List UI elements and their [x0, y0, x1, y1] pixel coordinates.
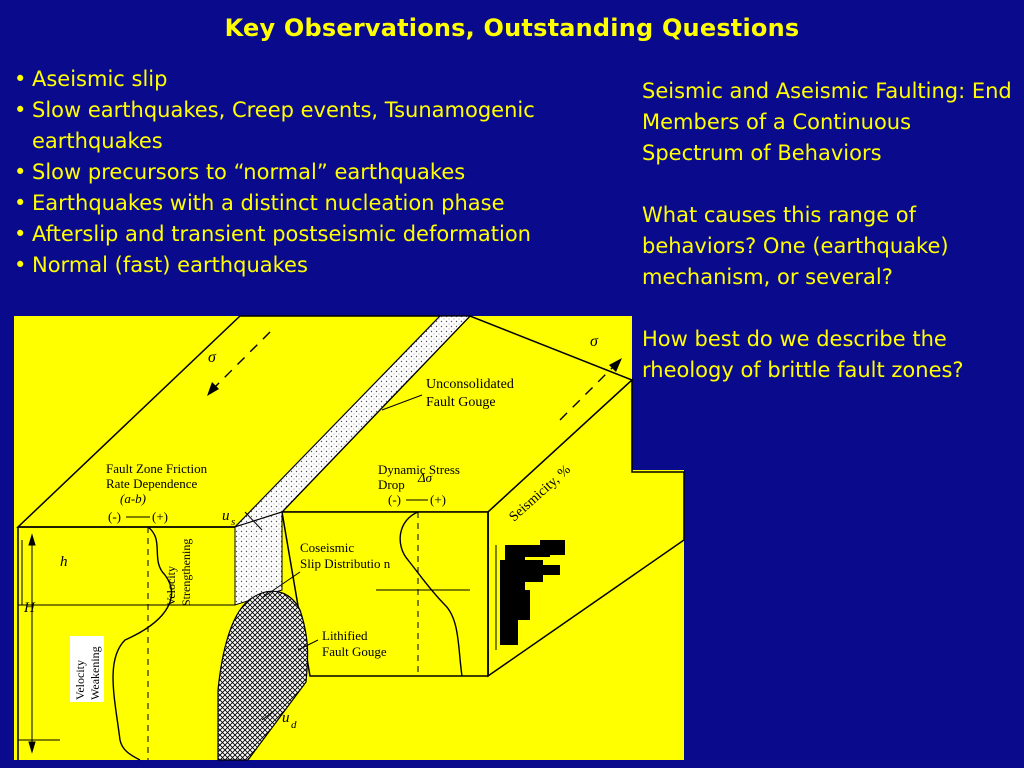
friction-curve [112, 526, 173, 761]
arrowhead [207, 382, 219, 396]
velocity-weakening-label-2: Weakening [88, 646, 102, 700]
seismicity-histogram [500, 540, 565, 645]
delta-sigma-label: Δσ [417, 470, 433, 485]
questions-text: Seismic and Aseismic Faulting: End Membe… [642, 76, 1017, 417]
a-minus-b-label: (a-b) [120, 491, 146, 506]
h-label: h [60, 554, 68, 570]
sigma-left-label: σ [208, 349, 217, 366]
reference-dashed-lines [147, 512, 419, 760]
H-label: H [23, 600, 36, 616]
u-d-subscript: d [291, 719, 297, 731]
bullet-item: Earthquakes with a distinct nucleation p… [12, 188, 622, 219]
bullet-item: Normal (fast) earthquakes [12, 250, 622, 281]
observation-bullet-list: Aseismic slip Slow earthquakes, Creep ev… [12, 64, 622, 281]
right-fault-block [280, 315, 685, 678]
minus-sign-label: (-) [108, 509, 121, 524]
bullet-item: Aseismic slip [12, 64, 622, 95]
bullet-item: Afterslip and transient postseismic defo… [12, 219, 622, 250]
minus-sign-right-label: (-) [388, 492, 401, 507]
gouge-front-face [234, 511, 283, 606]
velocity-strengthening-label-2: Strengthening [179, 539, 193, 606]
rate-dependence-label: Rate Dependence [106, 476, 198, 491]
velocity-weakening-label-1: Velocity [73, 660, 87, 700]
question-paragraph: Seismic and Aseismic Faulting: End Membe… [642, 79, 1012, 165]
stress-arrow-right [559, 361, 619, 421]
coseismic-label: Coseismic [300, 540, 354, 555]
depth-markers [18, 533, 235, 754]
leader-lines [244, 394, 470, 721]
stress-arrow-left [209, 331, 271, 393]
stress-drop-curve [399, 511, 463, 677]
plus-sign-right-label: (+) [430, 492, 446, 507]
velocity-strengthening-label-1: Velocity [164, 566, 178, 606]
sign-arrows [126, 499, 428, 518]
unconsolidated-label: Unconsolidated [426, 377, 514, 392]
bullet-item: Slow earthquakes, Creep events, Tsunamog… [12, 95, 622, 157]
question-paragraph: What causes this range of behaviors? One… [642, 203, 949, 289]
dynamic-stress-label: Dynamic Stress [378, 462, 460, 477]
velocity-weakening-box [70, 636, 104, 702]
fault-gouge-label: Fault Gouge [426, 395, 496, 410]
slide-title: Key Observations, Outstanding Questions [224, 14, 800, 42]
u-s-label: u [222, 508, 230, 524]
u-d-label: u [282, 710, 290, 726]
lithified-label: Lithified [322, 628, 368, 643]
sigma-right-label: σ [590, 333, 599, 350]
plus-sign-label: (+) [152, 509, 168, 524]
drop-label: Drop [378, 477, 405, 492]
fault-zone-friction-label: Fault Zone Friction [106, 461, 208, 476]
slip-distribution-label: Slip Distributio n [300, 556, 391, 571]
question-paragraph: How best do we describe the rheology of … [642, 327, 964, 382]
u-s-subscript: s [231, 516, 235, 528]
arrowhead [609, 358, 622, 372]
lithified-gouge-label: Fault Gouge [322, 644, 387, 659]
bullet-item: Slow precursors to “normal” earthquakes [12, 157, 622, 188]
lithified-gouge-region [217, 590, 309, 761]
